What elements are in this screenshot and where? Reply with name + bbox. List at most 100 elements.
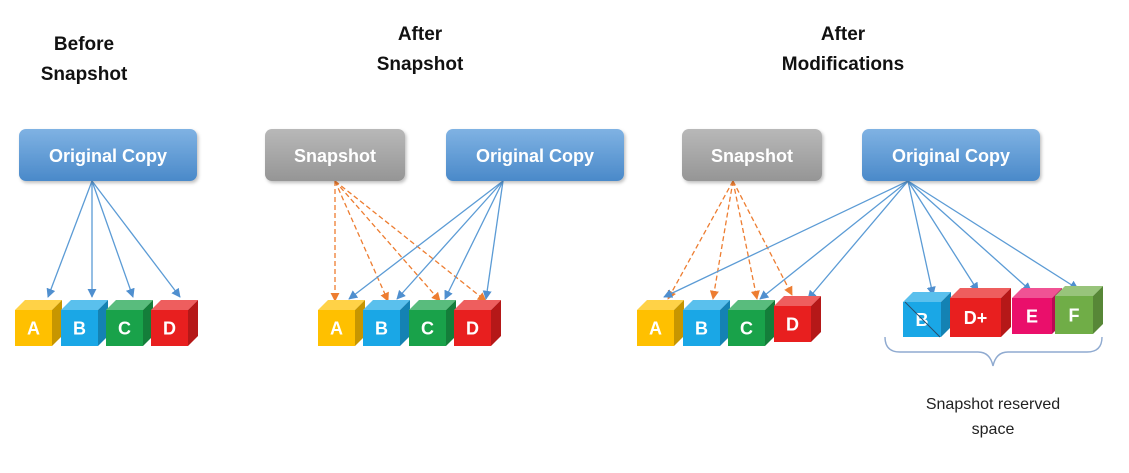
dashed-arrow-snapshot-to-b [334,180,389,302]
cube-side-face [355,300,365,346]
cube-front-face [454,310,491,346]
cube-front-face [363,310,400,346]
cube-front-face [637,310,674,346]
heading-line2: Snapshot [377,54,464,75]
cube-d: D [151,300,198,346]
cube-side-face [765,300,775,346]
cube-label: B [73,319,86,339]
arrow-original-to-c [91,180,135,298]
arrow-original-to-b [396,180,504,300]
cube-label: F [1069,306,1080,326]
cube-top-face [903,292,951,302]
arrow-original-to-d [482,180,504,300]
cube-side-face [720,300,730,346]
panel-after-modifications-arrows [663,180,1079,300]
cube-front-face [728,310,765,346]
arrow-original-to-f [907,180,1079,290]
dashed-arrow-snapshot-to-a [667,180,734,300]
cube-c: C [409,300,456,346]
cube-a: A [637,300,684,346]
heading-line1: After [398,24,443,45]
cube-top-face [728,300,775,310]
heading-line1: After [821,24,866,45]
cube-label: C [118,319,131,339]
original-copy-box: Original Copy [19,129,197,181]
cube-top-face [1012,288,1062,298]
cube-b: B [61,300,108,346]
arrow-original-to-a [663,180,909,298]
panel-before-heading: Before Snapshot [41,34,128,85]
arrow-original-to-e [907,180,1032,292]
cube-top-face [106,300,153,310]
cube-side-face [941,292,951,337]
reserved-caption-line2: space [972,421,1015,438]
heading-line2: Snapshot [41,64,128,85]
cube-label: C [740,319,753,339]
cube-top-face [683,300,730,310]
cube-d: D [454,300,501,346]
cube-d-plus: D+ [950,288,1011,337]
cube-b: B [683,300,730,346]
cube-side-face [400,300,410,346]
arrow-original-to-c [444,180,504,300]
snapshot-label: Snapshot [294,146,376,166]
dashed-arrow-snapshot-to-d [334,180,487,302]
cube-f: F [1055,286,1103,334]
cube-top-face [15,300,62,310]
cube-label: A [649,319,662,339]
original-copy-label: Original Copy [49,146,167,166]
arrow-original-to-a [46,180,93,298]
cube-front-face [409,310,446,346]
cube-side-face [811,296,821,342]
panel-after-snapshot-arrows [330,180,504,302]
cube-b: B [363,300,410,346]
arrow-original-to-a [348,180,504,300]
cube-top-face [637,300,684,310]
snapshot-reserved-cubes: B D+ E F [903,286,1103,338]
dashed-arrow-snapshot-to-c [334,180,441,302]
panel-after-snapshot-cubes: A B C D [318,300,501,346]
arrow-original-to-d [91,180,181,298]
cube-b-reserved: B [903,292,951,337]
cube-side-face [674,300,684,346]
cube-front-face [774,306,811,342]
panel-before-cubes: A B C D [15,300,198,346]
panel-after-modifications-cubes: A B C D [637,296,821,346]
original-copy-label: Original Copy [892,146,1010,166]
original-copy-label: Original Copy [476,146,594,166]
panel-before-arrows [46,180,181,298]
cube-a: A [15,300,62,346]
cube-front-face [1055,296,1093,334]
cube-side-face [98,300,108,346]
cube-top-face [774,296,821,306]
cube-front-face [15,310,52,346]
cube-front-face [106,310,143,346]
cube-top-face [950,288,1011,298]
cube-top-face [363,300,410,310]
cube-top-face [409,300,456,310]
cube-front-face [61,310,98,346]
arrow-original-to-d-plus [907,180,979,292]
heading-line1: Before [54,34,114,55]
arrow-original-to-c [759,180,909,300]
cube-label: D [786,315,799,335]
cube-label: D [466,319,479,339]
heading-line2: Modifications [782,54,904,75]
panel-after-snapshot-heading: After Snapshot [377,24,464,75]
cube-top-face [454,300,501,310]
arrow-original-to-d-old [807,180,909,300]
cube-d: D [774,296,821,342]
cube-label: B [916,310,929,330]
cube-side-face [143,300,153,346]
cube-label: B [375,319,388,339]
cube-top-face [1055,286,1103,296]
cube-side-face [188,300,198,346]
snapshot-label: Snapshot [711,146,793,166]
snapshot-box: Snapshot [682,129,822,181]
cube-label: B [695,319,708,339]
cube-side-face [491,300,501,346]
cube-side-face [1093,286,1103,334]
cube-top-face [61,300,108,310]
cube-label: E [1026,307,1038,327]
